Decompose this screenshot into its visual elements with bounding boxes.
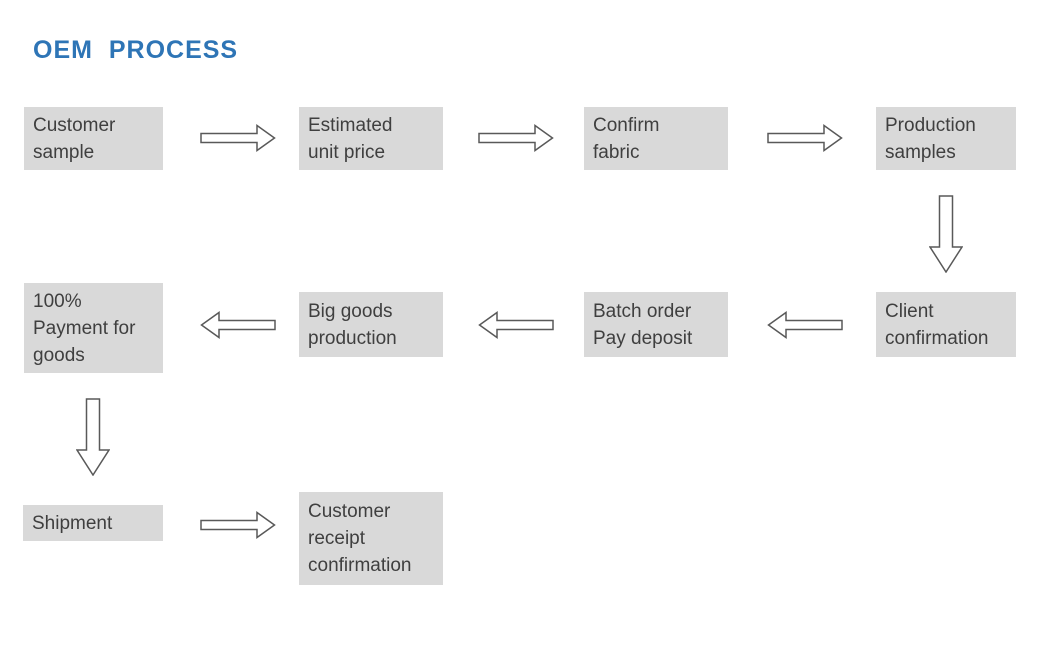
page-title: OEM PROCESS: [33, 36, 239, 64]
node-batch-order-pay-deposit: Batch order Pay deposit: [584, 292, 728, 357]
node-shipment: Shipment: [23, 505, 163, 541]
node-production-samples: Production samples: [876, 107, 1016, 170]
left-arrow-icon: [767, 311, 843, 339]
right-arrow-icon: [200, 511, 276, 539]
down-arrow-icon: [929, 195, 963, 273]
right-arrow-icon: [478, 124, 554, 152]
node-customer-receipt-confirmation: Customer receipt confirmation: [299, 492, 443, 585]
down-arrow-icon: [76, 398, 110, 476]
node-estimated-unit-price: Estimated unit price: [299, 107, 443, 170]
flow-arrow-4: [929, 195, 963, 273]
flow-arrow-9: [200, 511, 276, 539]
flow-arrow-8: [76, 398, 110, 476]
left-arrow-icon: [478, 311, 554, 339]
node-confirm-fabric: Confirm fabric: [584, 107, 728, 170]
node-client-confirmation: Client confirmation: [876, 292, 1016, 357]
flow-arrow-6: [478, 311, 554, 339]
right-arrow-icon: [767, 124, 843, 152]
left-arrow-icon: [200, 311, 276, 339]
flow-arrow-5: [767, 311, 843, 339]
flow-arrow-7: [200, 311, 276, 339]
flow-arrow-2: [478, 124, 554, 152]
node-big-goods-production: Big goods production: [299, 292, 443, 357]
flow-arrow-1: [200, 124, 276, 152]
node-full-payment-for-goods: 100% Payment for goods: [24, 283, 163, 373]
node-customer-sample: Customer sample: [24, 107, 163, 170]
flow-arrow-3: [767, 124, 843, 152]
right-arrow-icon: [200, 124, 276, 152]
